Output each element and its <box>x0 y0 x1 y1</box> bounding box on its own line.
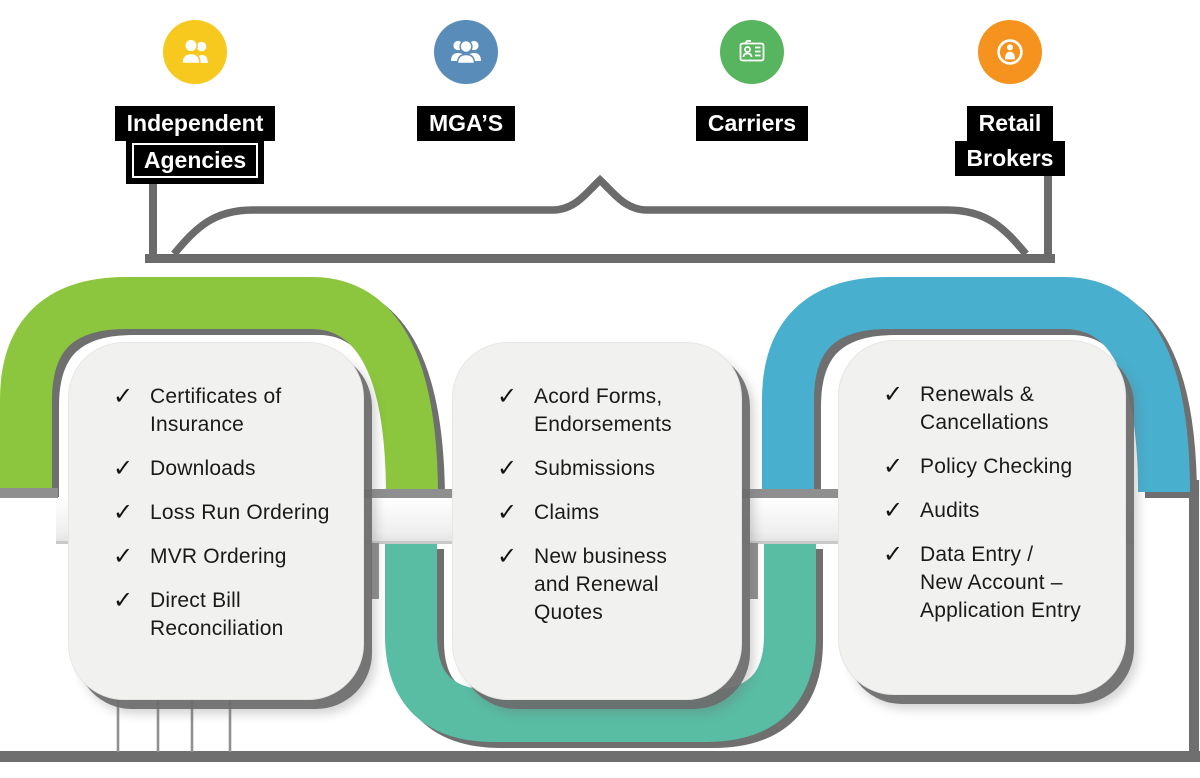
check-item: ✓ MVR Ordering <box>113 543 337 571</box>
check-item: ✓ Data Entry / New Account – Application … <box>883 541 1099 625</box>
check-item: ✓ Loss Run Ordering <box>113 499 337 527</box>
check-item-text: Renewals & Cancellations <box>920 383 1049 434</box>
user-group-icon <box>451 39 481 65</box>
teal-right-leg-rail <box>750 543 758 599</box>
segment-label-line1: MGA’S <box>416 106 516 141</box>
brace-right-vertical <box>1044 172 1052 258</box>
checkmark-icon: ✓ <box>883 541 904 568</box>
check-item-text: MVR Ordering <box>150 545 287 568</box>
check-item: ✓ Claims <box>497 499 715 527</box>
check-item: ✓ Policy Checking <box>883 453 1099 481</box>
checkmark-icon: ✓ <box>497 455 518 482</box>
curly-brace <box>144 168 1055 263</box>
segment-icon-circle <box>163 20 227 84</box>
gap2-cap <box>738 489 838 498</box>
checkmark-icon: ✓ <box>113 383 134 410</box>
checkmark-icon: ✓ <box>883 497 904 524</box>
check-item-text: Certificates of Insurance <box>150 385 282 436</box>
segment-label-line1: Independent <box>114 106 276 141</box>
segment-label: Retail Brokers <box>954 106 1066 176</box>
green-arc-left-cap <box>0 488 58 498</box>
segment-label-line1: Carriers <box>695 106 809 141</box>
check-item-text: Direct Bill Reconciliation <box>150 589 284 640</box>
segment-icon-circle <box>978 20 1042 84</box>
service-list: ✓ Renewals & Cancellations ✓ Policy Checki… <box>883 381 1099 625</box>
segment-label-line2: Brokers <box>954 141 1066 176</box>
segment-icon-circle <box>434 20 498 84</box>
person-circle-icon <box>997 39 1023 65</box>
right-rail <box>1189 480 1199 754</box>
teal-left-leg-rail <box>371 543 379 599</box>
check-item-text: Submissions <box>534 457 656 480</box>
check-item: ✓ Certificates of Insurance <box>113 383 337 439</box>
check-item-text: Policy Checking <box>920 455 1073 478</box>
checkmark-icon: ✓ <box>113 587 134 614</box>
check-item: ✓ Downloads <box>113 455 337 483</box>
check-item-text: Claims <box>534 501 600 524</box>
checkmark-icon: ✓ <box>883 453 904 480</box>
check-item-text: Loss Run Ordering <box>150 501 330 524</box>
brace-curve <box>171 174 1029 257</box>
checkmark-icon: ✓ <box>883 381 904 408</box>
checkmark-icon: ✓ <box>497 543 518 570</box>
id-badge-icon <box>739 40 765 62</box>
checkmark-icon: ✓ <box>113 499 134 526</box>
service-card-agencies: ✓ Certificates of Insurance ✓ Downloads ✓ L… <box>68 342 364 700</box>
segment-icon-circle <box>720 20 784 84</box>
bottom-rail <box>0 751 1200 762</box>
brace-left-vertical <box>149 172 157 258</box>
check-item: ✓ Renewals & Cancellations <box>883 381 1099 437</box>
check-item-text: Data Entry / New Account – Application E… <box>920 543 1081 622</box>
checkmark-icon: ✓ <box>113 543 134 570</box>
gap1-cap <box>352 489 452 498</box>
segment-label-line2: Agencies <box>125 137 265 184</box>
service-card-carriers-brokers: ✓ Renewals & Cancellations ✓ Policy Checki… <box>838 340 1126 695</box>
segment-label: MGA’S <box>416 106 516 141</box>
check-item-text: Audits <box>920 499 980 522</box>
brace-baseline <box>145 254 1055 263</box>
check-item: ✓ Audits <box>883 497 1099 525</box>
segment-label-line1: Retail <box>966 106 1054 141</box>
blue-arc <box>762 277 1190 497</box>
service-list: ✓ Certificates of Insurance ✓ Downloads ✓ L… <box>113 383 337 643</box>
segment-retail-brokers: Retail Brokers <box>930 20 1090 176</box>
check-item-text: New business and Renewal Quotes <box>534 545 668 624</box>
segment-label: Independent Agencies <box>114 106 276 184</box>
check-item: ✓ Submissions <box>497 455 715 483</box>
service-card-mgas: ✓Acord Forms, Endorsements ✓Submissions … <box>452 342 742 700</box>
check-item: ✓ New business and Renewal Quotes <box>497 543 715 627</box>
check-item-text: Downloads <box>150 457 256 480</box>
segment-mgas: MGA’S <box>390 20 542 141</box>
check-item-text: Acord Forms, Endorsements <box>534 385 672 436</box>
check-item: ✓ Acord Forms, Endorsements <box>497 383 715 439</box>
check-item: ✓ Direct Bill Reconciliation <box>113 587 337 643</box>
checkmark-icon: ✓ <box>113 455 134 482</box>
segment-independent-agencies: Independent Agencies <box>114 20 276 184</box>
service-list: ✓Acord Forms, Endorsements ✓Submissions … <box>497 383 715 627</box>
segment-carriers: Carriers <box>676 20 828 141</box>
checkmark-icon: ✓ <box>497 499 518 526</box>
two-users-icon <box>181 38 208 65</box>
segment-label: Carriers <box>695 106 809 141</box>
teal-arc <box>385 543 816 742</box>
card-connector-lines <box>116 694 232 752</box>
green-arc <box>0 277 438 498</box>
checkmark-icon: ✓ <box>497 383 518 410</box>
